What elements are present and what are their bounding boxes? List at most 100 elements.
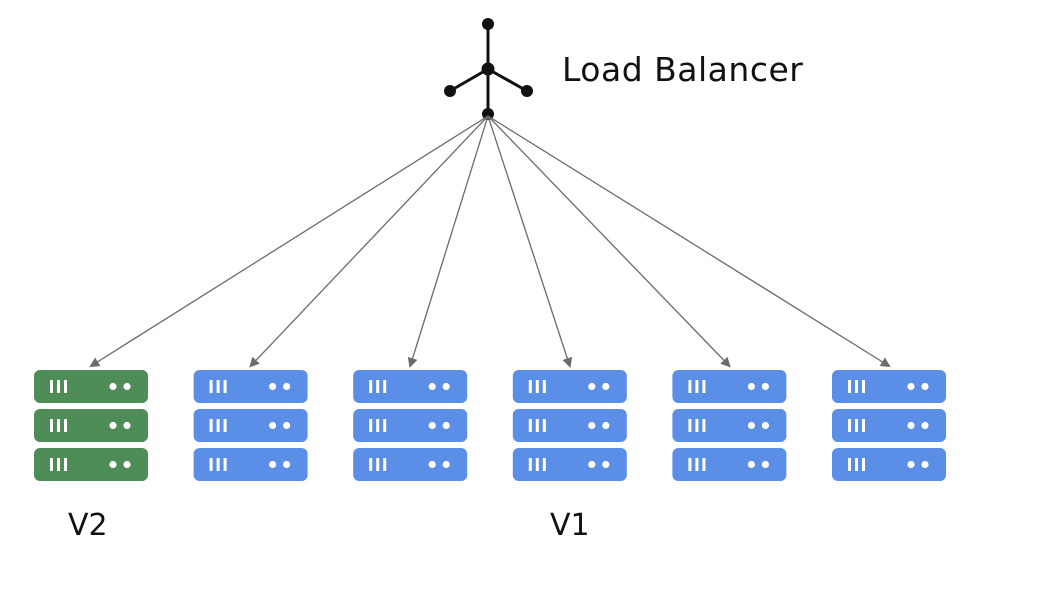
server-unit-bar bbox=[369, 380, 373, 393]
server-unit-bar bbox=[64, 380, 67, 393]
server-unit bbox=[193, 370, 308, 403]
server-unit-bar bbox=[702, 419, 706, 432]
server-unit-bar bbox=[383, 419, 387, 432]
server-unit bbox=[353, 448, 468, 481]
server-unit-bar bbox=[223, 380, 227, 393]
arrow-to-server-4 bbox=[487, 115, 573, 368]
server-unit-light bbox=[269, 460, 277, 469]
server-unit bbox=[512, 370, 627, 403]
server-unit-bar bbox=[223, 419, 227, 432]
server-unit-bar bbox=[855, 458, 858, 471]
server-unit-bar bbox=[695, 458, 699, 471]
server-unit-bar bbox=[855, 419, 858, 432]
server-unit bbox=[34, 409, 148, 442]
load-balancer-icon bbox=[444, 18, 533, 120]
server-unit-bar bbox=[216, 419, 220, 432]
server-unit-bar bbox=[209, 458, 213, 471]
arrow-to-server-1 bbox=[89, 115, 489, 368]
server-unit-bar bbox=[64, 458, 67, 471]
server-unit-light bbox=[442, 382, 450, 391]
server-unit-bar bbox=[50, 458, 53, 471]
server-unit-bar bbox=[223, 458, 227, 471]
group-label-v2: V2 bbox=[68, 508, 108, 543]
server-unit-bar bbox=[535, 458, 539, 471]
server-unit-bar bbox=[542, 419, 546, 432]
server-unit-light bbox=[588, 421, 596, 430]
server-unit bbox=[832, 448, 946, 481]
server-group bbox=[34, 370, 946, 481]
server-unit-bar bbox=[57, 458, 60, 471]
server-unit-light bbox=[123, 421, 131, 430]
server-unit bbox=[353, 370, 468, 403]
server-unit bbox=[512, 409, 627, 442]
server-unit-light bbox=[588, 382, 596, 391]
server-unit-light bbox=[428, 421, 436, 430]
server-unit-bar bbox=[209, 419, 213, 432]
server-unit-bar bbox=[528, 419, 532, 432]
server-unit-light bbox=[428, 382, 436, 391]
server-unit-light bbox=[921, 460, 929, 469]
server-unit-bar bbox=[542, 380, 546, 393]
server-unit-bar bbox=[376, 419, 380, 432]
server-unit-bar bbox=[862, 380, 865, 393]
server-unit-bar bbox=[64, 419, 67, 432]
server-rack-icon-3 bbox=[353, 370, 468, 481]
server-unit bbox=[34, 370, 148, 403]
server-unit-bar bbox=[848, 419, 851, 432]
server-unit-light bbox=[269, 421, 277, 430]
server-unit-bar bbox=[542, 458, 546, 471]
server-unit bbox=[193, 409, 308, 442]
server-unit bbox=[34, 448, 148, 481]
server-unit-bar bbox=[376, 380, 380, 393]
server-unit-light bbox=[602, 421, 610, 430]
server-unit-bar bbox=[50, 380, 53, 393]
server-unit-light bbox=[428, 460, 436, 469]
server-unit bbox=[512, 448, 627, 481]
arrow-to-server-6 bbox=[487, 115, 891, 368]
server-unit-light bbox=[602, 460, 610, 469]
server-unit-light bbox=[109, 382, 117, 391]
server-unit-bar bbox=[848, 380, 851, 393]
server-unit-light bbox=[747, 382, 756, 391]
arrow-to-server-2 bbox=[249, 115, 489, 368]
server-unit-light bbox=[747, 421, 756, 430]
server-unit-bar bbox=[862, 458, 865, 471]
server-unit-light bbox=[442, 421, 450, 430]
arrow-to-server-3 bbox=[407, 115, 489, 368]
load-balancer-label: Load Balancer bbox=[562, 50, 804, 89]
server-unit-bar bbox=[702, 380, 706, 393]
server-unit bbox=[353, 409, 468, 442]
server-rack-icon-1 bbox=[34, 370, 148, 481]
server-unit-light bbox=[907, 382, 915, 391]
server-unit-light bbox=[921, 421, 929, 430]
server-unit-bar bbox=[848, 458, 851, 471]
server-unit bbox=[672, 409, 787, 442]
server-unit-light bbox=[747, 460, 756, 469]
server-unit-bar bbox=[528, 380, 532, 393]
arrow-to-server-5 bbox=[487, 115, 731, 368]
server-unit-light bbox=[761, 382, 770, 391]
server-unit-light bbox=[269, 382, 277, 391]
server-rack-icon-2 bbox=[193, 370, 308, 481]
server-unit-bar bbox=[383, 458, 387, 471]
server-unit-light bbox=[761, 421, 770, 430]
server-unit bbox=[832, 409, 946, 442]
server-unit-bar bbox=[50, 419, 53, 432]
server-rack-icon-6 bbox=[832, 370, 946, 481]
server-unit-bar bbox=[702, 458, 706, 471]
server-unit-bar bbox=[695, 380, 699, 393]
server-unit-light bbox=[907, 421, 915, 430]
server-unit bbox=[832, 370, 946, 403]
server-unit-bar bbox=[376, 458, 380, 471]
server-unit-bar bbox=[528, 458, 532, 471]
server-rack-icon-4 bbox=[512, 370, 627, 481]
server-unit bbox=[672, 448, 787, 481]
server-unit-light bbox=[123, 460, 131, 469]
server-unit-light bbox=[442, 460, 450, 469]
server-unit-light bbox=[283, 460, 291, 469]
server-unit-bar bbox=[369, 458, 373, 471]
server-unit-bar bbox=[862, 419, 865, 432]
server-unit-light bbox=[123, 382, 131, 391]
server-unit-bar bbox=[535, 419, 539, 432]
